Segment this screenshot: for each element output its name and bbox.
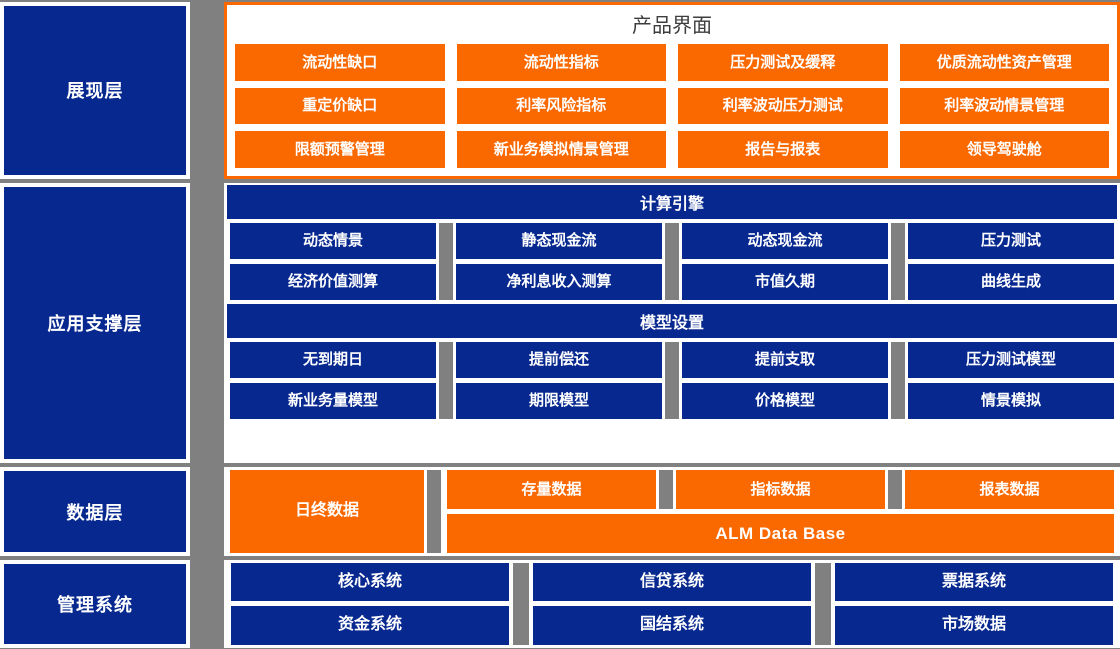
management-column: 核心系统 资金系统 xyxy=(227,562,513,646)
data-sources-row: 存量数据 指标数据 报表数据 xyxy=(444,470,1117,510)
model-item[interactable]: 新业务量模型 xyxy=(230,382,436,419)
model-item[interactable]: 无到期日 xyxy=(230,341,436,378)
column-separator xyxy=(427,470,441,553)
data-source-item[interactable]: 报表数据 xyxy=(905,470,1114,510)
layer-label-management: 管理系统 xyxy=(0,559,190,648)
column-separator xyxy=(815,562,831,645)
model-item[interactable]: 提前支取 xyxy=(682,341,888,378)
model-column: 提前支取 价格模型 xyxy=(679,341,891,419)
presentation-title: 产品界面 xyxy=(632,15,712,37)
management-item[interactable]: 资金系统 xyxy=(231,606,509,646)
gutter-presentation xyxy=(190,2,224,179)
presentation-item[interactable]: 利率波动压力测试 xyxy=(678,87,888,125)
column-separator xyxy=(439,341,453,419)
engine-item[interactable]: 动态现金流 xyxy=(682,222,888,259)
engine-column: 动态情景 经济价值测算 xyxy=(227,222,439,300)
calculation-engine-bar[interactable]: 计算引擎 xyxy=(227,184,1117,219)
app-support-panel: 计算引擎 动态情景 经济价值测算 静态现金流 净利息收入测算 动态现金流 市值久… xyxy=(224,182,1120,464)
presentation-item[interactable]: 流动性缺口 xyxy=(235,44,445,81)
data-source-column: 报表数据 xyxy=(902,470,1117,510)
engine-item[interactable]: 经济价值测算 xyxy=(230,263,436,300)
column-separator xyxy=(513,562,529,645)
presentation-item[interactable]: 利率风险指标 xyxy=(456,87,666,125)
presentation-item[interactable]: 新业务模拟情景管理 xyxy=(456,131,666,168)
model-item[interactable]: 提前偿还 xyxy=(456,341,662,378)
model-settings-bar[interactable]: 模型设置 xyxy=(227,303,1117,338)
layer-row-management: 管理系统 核心系统 资金系统 信贷系统 国结系统 票据系统 市场数据 xyxy=(0,559,1120,648)
presentation-item[interactable]: 压力测试及缓释 xyxy=(678,44,888,81)
management-column: 票据系统 市场数据 xyxy=(831,562,1117,646)
presentation-item[interactable]: 利率波动情景管理 xyxy=(899,87,1109,125)
layer-row-data: 数据层 日终数据 存量数据 指标数据 报表数据 xyxy=(0,467,1120,556)
column-separator xyxy=(665,222,679,300)
gutter-data xyxy=(190,467,224,556)
model-column: 无到期日 新业务量模型 xyxy=(227,341,439,419)
presentation-item[interactable]: 重定价缺口 xyxy=(235,87,445,125)
gutter-management xyxy=(190,559,224,648)
management-item[interactable]: 票据系统 xyxy=(835,562,1113,602)
calculation-engine-columns: 动态情景 经济价值测算 静态现金流 净利息收入测算 动态现金流 市值久期 压力测… xyxy=(227,222,1117,300)
layer-label-data-text: 数据层 xyxy=(4,471,186,552)
presentation-item[interactable]: 流动性指标 xyxy=(456,44,666,81)
presentation-grid: 流动性缺口 流动性指标 压力测试及缓释 优质流动性资产管理 重定价缺口 利率风险… xyxy=(235,44,1109,168)
model-item[interactable]: 压力测试模型 xyxy=(908,341,1114,378)
management-item[interactable]: 核心系统 xyxy=(231,562,509,602)
data-layer-panel: 日终数据 存量数据 指标数据 报表数据 xyxy=(224,467,1120,556)
column-separator xyxy=(439,222,453,300)
layer-label-data: 数据层 xyxy=(0,467,190,556)
management-item[interactable]: 市场数据 xyxy=(835,606,1113,646)
layer-label-presentation: 展现层 xyxy=(0,2,190,179)
column-separator xyxy=(665,341,679,419)
model-column: 压力测试模型 情景模拟 xyxy=(905,341,1117,419)
data-source-item[interactable]: 存量数据 xyxy=(447,470,656,510)
layer-row-app-support: 应用支撑层 计算引擎 动态情景 经济价值测算 静态现金流 净利息收入测算 动态现… xyxy=(0,182,1120,464)
management-item[interactable]: 国结系统 xyxy=(533,606,811,646)
presentation-item[interactable]: 限额预警管理 xyxy=(235,131,445,168)
model-item[interactable]: 价格模型 xyxy=(682,382,888,419)
data-source-column: 存量数据 xyxy=(444,470,659,510)
engine-item[interactable]: 净利息收入测算 xyxy=(456,263,662,300)
engine-column: 动态现金流 市值久期 xyxy=(679,222,891,300)
layer-label-app-support: 应用支撑层 xyxy=(0,182,190,464)
engine-column: 压力测试 曲线生成 xyxy=(905,222,1117,300)
model-column: 提前偿还 期限模型 xyxy=(453,341,665,419)
gutter-app-support xyxy=(190,182,224,464)
layer-label-app-support-text: 应用支撑层 xyxy=(4,186,186,460)
presentation-item[interactable]: 领导驾驶舱 xyxy=(899,131,1109,168)
engine-column: 静态现金流 净利息收入测算 xyxy=(453,222,665,300)
data-primary-item[interactable]: 日终数据 xyxy=(230,470,424,553)
data-source-item[interactable]: 指标数据 xyxy=(676,470,885,510)
data-source-column: 指标数据 xyxy=(673,470,888,510)
model-settings-columns: 无到期日 新业务量模型 提前偿还 期限模型 提前支取 价格模型 压力测试模型 情… xyxy=(227,341,1117,419)
layer-label-management-text: 管理系统 xyxy=(4,563,186,644)
data-primary-wrap: 日终数据 xyxy=(227,470,427,553)
column-separator xyxy=(891,341,905,419)
engine-item[interactable]: 压力测试 xyxy=(908,222,1114,259)
presentation-item[interactable]: 报告与报表 xyxy=(678,131,888,168)
presentation-panel: 产品界面 流动性缺口 流动性指标 压力测试及缓释 优质流动性资产管理 重定价缺口… xyxy=(224,2,1120,179)
engine-item[interactable]: 曲线生成 xyxy=(908,263,1114,300)
presentation-item[interactable]: 优质流动性资产管理 xyxy=(899,44,1109,81)
engine-item[interactable]: 动态情景 xyxy=(230,222,436,259)
management-column: 信贷系统 国结系统 xyxy=(529,562,815,646)
layer-row-presentation: 展现层 产品界面 流动性缺口 流动性指标 压力测试及缓释 优质流动性资产管理 重… xyxy=(0,2,1120,179)
model-item[interactable]: 期限模型 xyxy=(456,382,662,419)
model-item[interactable]: 情景模拟 xyxy=(908,382,1114,419)
column-separator xyxy=(659,470,673,510)
engine-item[interactable]: 静态现金流 xyxy=(456,222,662,259)
data-right-group: 存量数据 指标数据 报表数据 ALM Data Base xyxy=(441,470,1117,553)
column-separator xyxy=(891,222,905,300)
layer-label-presentation-text: 展现层 xyxy=(4,6,186,175)
alm-database-wrap: ALM Data Base xyxy=(444,514,1117,553)
management-panel: 核心系统 资金系统 信贷系统 国结系统 票据系统 市场数据 xyxy=(224,559,1120,648)
alm-database[interactable]: ALM Data Base xyxy=(447,514,1114,553)
column-separator xyxy=(888,470,902,510)
engine-item[interactable]: 市值久期 xyxy=(682,263,888,300)
management-item[interactable]: 信贷系统 xyxy=(533,562,811,602)
